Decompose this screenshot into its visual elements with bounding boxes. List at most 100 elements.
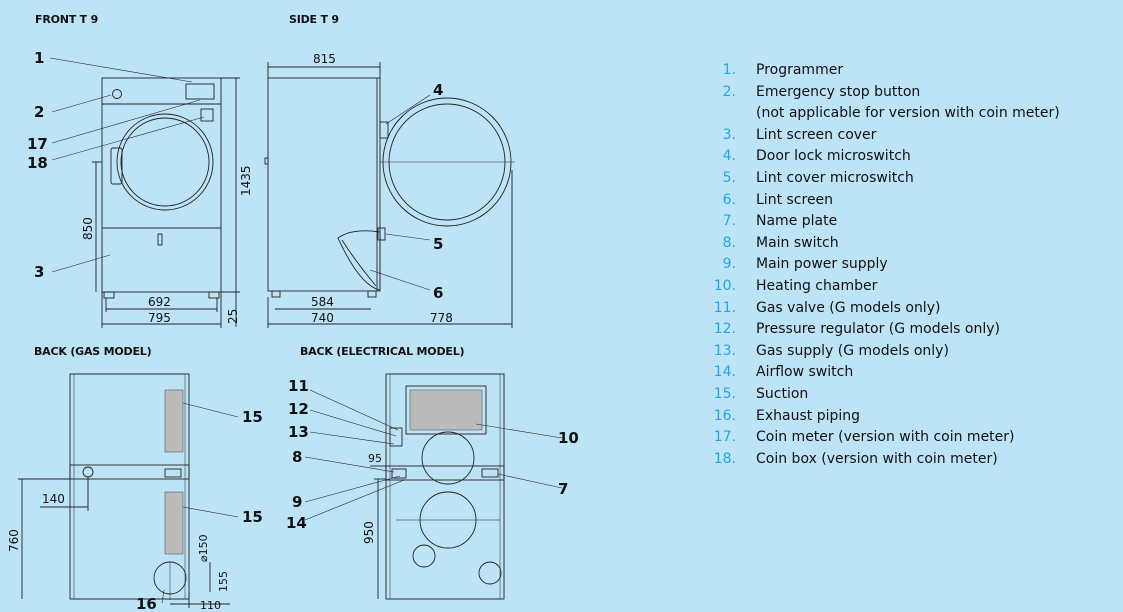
- callout-9: 9: [292, 493, 302, 511]
- legend-number: 15.: [713, 385, 736, 402]
- motor-pulley: [412, 544, 436, 568]
- dim-25: 25: [226, 309, 240, 324]
- suction-grille-lower: [164, 491, 184, 555]
- legend-text: Door lock microswitch: [756, 148, 911, 165]
- legend-text: Lint screen: [756, 191, 834, 208]
- heating-chamber-shape: [405, 385, 487, 435]
- dim-950: 950: [362, 521, 376, 544]
- gas-valve-shape: [389, 427, 403, 447]
- coin-meter-shape: [200, 108, 214, 122]
- callout-12: 12: [288, 400, 309, 418]
- emergency-stop-button-shape: [112, 89, 122, 99]
- front-foot-right: [208, 291, 220, 299]
- back-gas-service-panel: [69, 464, 190, 480]
- callout-6: 6: [433, 284, 443, 302]
- callout-5: 5: [433, 235, 443, 253]
- legend-number: 17.: [713, 429, 736, 446]
- dim-95: 95: [368, 452, 382, 465]
- callout-15a: 15: [242, 408, 263, 426]
- lint-screen-shape: [337, 230, 381, 291]
- front-cabinet: [101, 77, 222, 293]
- callout-1: 1: [34, 49, 44, 67]
- side-foot-right: [367, 290, 377, 298]
- legend-text: Main switch: [756, 234, 839, 251]
- legend-number: 9.: [722, 256, 736, 273]
- legend-text: Gas supply (G models only): [756, 342, 949, 359]
- callout-10: 10: [558, 429, 579, 447]
- back-gas-frame: [73, 373, 186, 600]
- legend-text: Emergency stop button: [756, 83, 921, 100]
- back-electrical-frame: [389, 373, 501, 600]
- front-view-title: FRONT T 9: [35, 13, 99, 26]
- leader-9: [304, 475, 401, 503]
- dim-815: 815: [313, 52, 336, 66]
- leader-6: [369, 269, 431, 291]
- fan-wheel-upper: [421, 431, 475, 485]
- dim-1435: 1435: [239, 165, 253, 196]
- leader-4: [385, 94, 431, 125]
- callout-14: 14: [286, 514, 307, 532]
- legend-text: Name plate: [756, 213, 838, 230]
- gas-connection-shape: [82, 466, 94, 478]
- callout-4: 4: [433, 81, 443, 99]
- callout-18: 18: [27, 154, 48, 172]
- legend-number: 1.: [722, 62, 736, 78]
- legend-number: 7.: [722, 213, 736, 230]
- legend-text: Coin box (version with coin meter): [756, 450, 998, 467]
- legend-text: Heating chamber: [756, 277, 878, 294]
- legend-number: 11.: [713, 299, 736, 316]
- side-foot-left: [271, 290, 281, 298]
- leader-15b: [182, 506, 239, 518]
- dim-150: ⌀150: [197, 534, 210, 562]
- front-door-outer: [116, 113, 214, 211]
- dim-155: 155: [217, 571, 230, 592]
- leader-16: [161, 589, 165, 604]
- legend-text: Gas valve (G models only): [756, 299, 941, 316]
- dim-778: 778: [430, 311, 453, 325]
- leader-11: [309, 389, 399, 431]
- dim-740: 740: [311, 311, 334, 325]
- suction-grille-upper: [164, 389, 184, 453]
- leader-10: [475, 423, 563, 439]
- front-foot-left: [103, 291, 115, 299]
- side-view-drawing: [264, 62, 515, 328]
- legend-text-group: Emergency stop button(not applicable for…: [756, 82, 1060, 125]
- back-gas-nameplate: [164, 468, 182, 478]
- door-handle-shape: [110, 147, 123, 185]
- lint-cover-microswitch-shape: [377, 227, 386, 241]
- back-electrical-view-drawing: [304, 373, 563, 600]
- legend-number: 10.: [713, 277, 736, 294]
- callout-13: 13: [288, 423, 309, 441]
- leader-15a: [182, 402, 239, 418]
- side-cabinet: [267, 77, 381, 292]
- leader-3: [51, 254, 111, 273]
- leader-14: [304, 479, 405, 521]
- leader-5: [385, 233, 431, 241]
- legend-number: 6.: [722, 191, 736, 208]
- leader-18: [51, 116, 205, 161]
- callout-2: 2: [34, 103, 44, 121]
- front-view-drawing: [49, 57, 240, 328]
- side-detail-a: [264, 157, 269, 165]
- main-switch-shape: [391, 468, 407, 479]
- leader-2: [51, 94, 112, 113]
- side-view-title: SIDE T 9: [289, 13, 339, 26]
- lint-screen-inner: [341, 239, 377, 287]
- back-electrical-service-panel: [385, 465, 505, 481]
- callout-8: 8: [292, 448, 302, 466]
- leader-17: [51, 99, 201, 144]
- dim-110: 110: [200, 599, 221, 612]
- dim-760: 760: [7, 529, 21, 552]
- leader-12: [309, 409, 397, 437]
- door-lock-microswitch-shape: [379, 121, 389, 139]
- legend-number: 14.: [713, 364, 736, 381]
- callout-3: 3: [34, 263, 44, 281]
- lint-cover-handle: [157, 233, 163, 246]
- legend-text: Pressure regulator (G models only): [756, 321, 1000, 338]
- legend-text: Main power supply: [756, 256, 888, 273]
- legend-number: 12.: [713, 321, 736, 338]
- legend-number: 18.: [713, 450, 736, 467]
- fan-pulley: [478, 561, 502, 585]
- leader-13: [309, 431, 395, 445]
